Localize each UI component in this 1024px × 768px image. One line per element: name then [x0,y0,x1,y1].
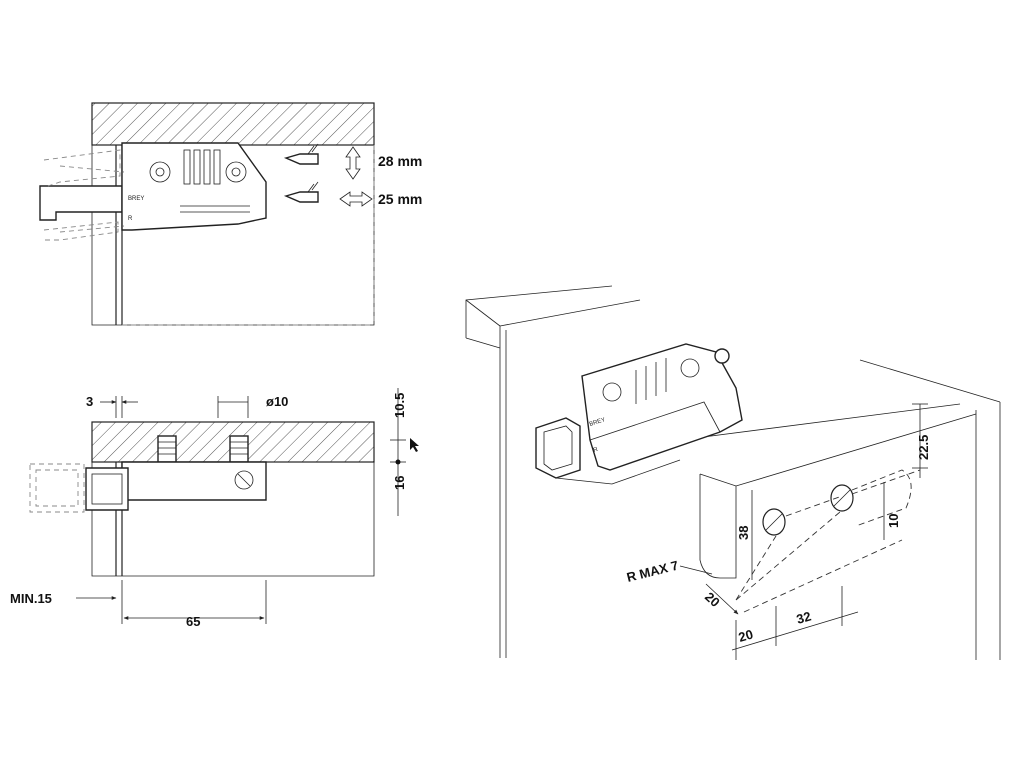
side-dowel-right [229,435,249,463]
dim-setback-label: 3 [86,394,93,409]
vertical-adjust-arrow-icon [345,146,361,180]
dim-vert-dot [395,459,401,465]
dim-spacing-label: 32 [795,608,813,626]
top-hinge-ghost-lower [43,221,119,241]
iso-right-panel-top [859,359,1001,403]
top-guide-dash-a [59,165,125,173]
dim-dowel-diameter-label: ø10 [266,394,288,409]
side-dowel-right-thread [230,441,248,455]
iso-top-front-edge [465,299,501,327]
iso-clip-base [555,459,681,485]
dim-height-iso-label: 38 [736,526,751,540]
dim-offset-label: 20 [737,626,755,644]
side-dowel-left-thread [158,441,176,455]
iso-plate-face [589,401,721,441]
iso-plate-ribs [635,358,667,404]
horizontal-adjust-arrow-icon [339,191,373,207]
iso-cabinet-top-outline [465,285,613,338]
top-plate-screw-right-inner [231,167,241,177]
height-adjust-label: 28 mm [378,153,422,169]
side-plate [121,461,267,501]
iso-hole-centerline [785,469,921,517]
top-mark-label: R [128,216,133,222]
iso-brand-label: BREY [589,417,606,428]
dim-depth-label: 20 [702,589,723,610]
top-plate-screw-right [225,161,247,183]
side-cabinet-outline [91,462,375,577]
cursor-arrow-icon [410,438,419,452]
side-plate-cam-slot [237,473,251,487]
iso-drill-hole-back [830,484,854,512]
iso-mark-label: R [593,447,600,454]
top-hinge-ghost-upper [43,149,121,187]
side-plate-cam [234,470,254,490]
dim-radius-label: R MAX 7 [625,558,680,585]
screwdriver-icon [283,143,319,165]
iso-drill-hole-front-cross [765,513,783,531]
top-plate-ribs [180,149,250,213]
top-view: BREY R 28 mm 25 mm [39,102,422,326]
depth-adjust-label: 25 mm [378,191,422,207]
dim-edge-top-label: 22.5 [916,435,931,460]
dim-min-panel-label: MIN.15 [10,591,52,606]
iso-top-back-edge [499,299,641,327]
iso-hole-depth-guide [851,469,912,527]
screwdriver-icon [283,181,319,203]
side-hinge-ghost [29,463,85,513]
iso-drill-hole-back-cross [833,489,851,507]
iso-drill-hole-front [762,508,786,536]
dim-bottom-line [731,611,859,651]
iso-hinge-clip [535,417,581,479]
top-hinge-arm [39,185,123,221]
iso-panel-front-face [699,474,737,579]
iso-hinge-clip-inner [543,425,573,471]
iso-top-edge-b [465,337,501,349]
rmax-leader [679,565,713,575]
dim20a-line [705,583,739,615]
top-brand-label: BREY [128,196,144,202]
side-view: 3 ø10 10.5 16 MIN.15 65 [10,388,419,629]
top-panel-hatch [91,102,375,146]
top-plate-screw-left-inner [155,167,165,177]
iso-view: BREY R 22.5 10 38 R MAX 7 20 [465,285,1001,660]
dim-height-label: 16 [392,476,407,490]
top-mounting-plate [121,142,267,231]
dim-dowel-offset-label: 10.5 [392,393,407,418]
iso-mounting-plate [581,343,743,471]
iso-plate-screw-right [680,358,700,378]
top-plate-screw-left [149,161,171,183]
top-guide-dash-b [59,225,125,233]
iso-cam-screw-icon [714,348,730,364]
iso-plate-screw-left [602,382,622,402]
side-hinge-clip-inner [91,473,123,505]
side-dowel-left [157,435,177,463]
dim-length-label: 65 [186,614,200,629]
side-hinge-clip [85,467,129,511]
iso-layout-dash [735,511,903,613]
dim-diameter-label: 10 [886,514,901,528]
